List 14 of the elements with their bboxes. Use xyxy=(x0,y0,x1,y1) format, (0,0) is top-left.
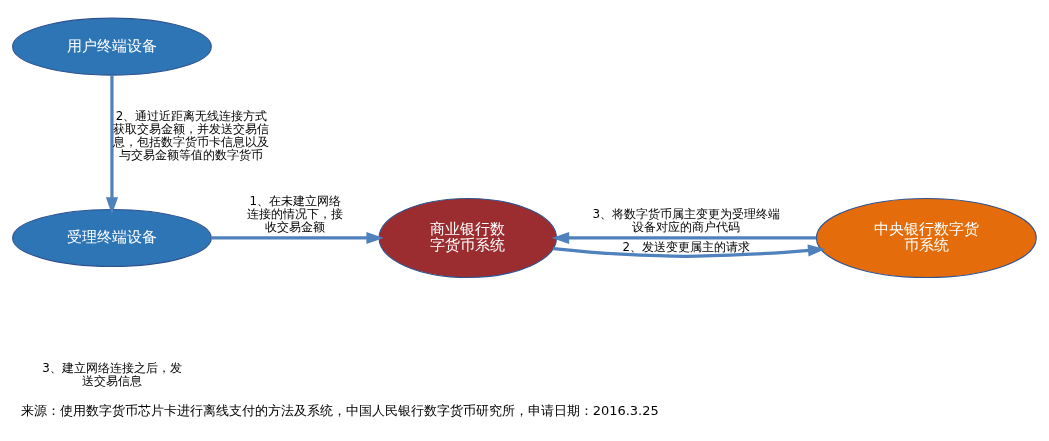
caption: 来源：使用数字货币芯片卡进行离线支付的方法及系统，中国人民银行数字货币研究所，申请日期：2016.3.25 xyxy=(20,402,659,418)
arrow xyxy=(553,244,826,258)
edge-label: 2、通过近距离无线连接方式获取交易金额，并发送交易信息，包括数字货币卡信息以及与交易金额等值的数字货币 xyxy=(113,109,270,163)
edge-label: 1、在未建立网络连接的情况下，接收交易金额 xyxy=(247,194,344,235)
node-ellipse: 受理终端设备 xyxy=(12,208,212,267)
arrow xyxy=(211,231,384,245)
edge-label: 2、发送变更属主的请求 xyxy=(622,239,751,254)
arrow xyxy=(551,231,817,245)
arrow xyxy=(105,75,118,215)
node-ellipse: 中央银行数字货币系统 xyxy=(815,197,1037,279)
edge-label: 3、将数字货币属主变更为受理终端设备对应的商户代码 xyxy=(592,207,781,235)
node-ellipse: 商业银行数字货币系统 xyxy=(378,197,558,279)
label: 3、建立网络连接之后，发送交易信息 xyxy=(42,360,182,388)
node-ellipse: 用户终端设备 xyxy=(12,17,212,76)
